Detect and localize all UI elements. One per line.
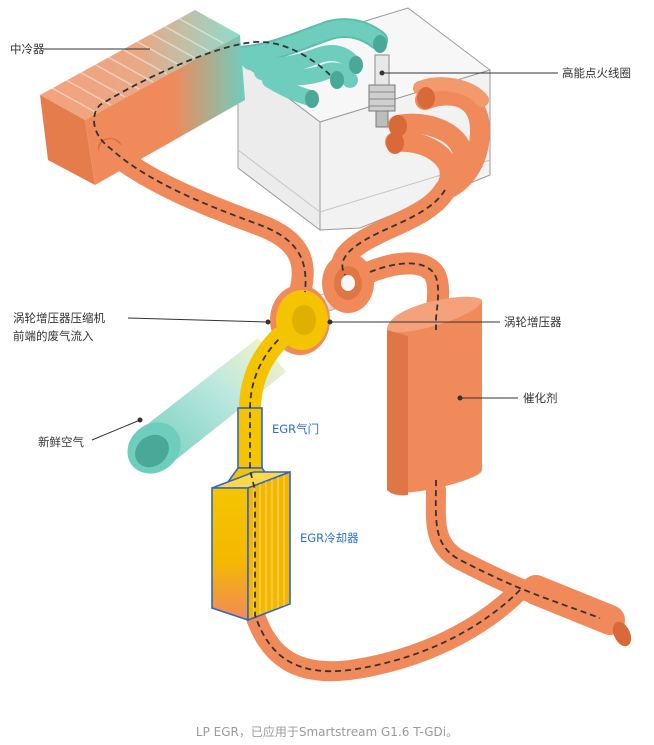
egr-return-pipe	[245, 580, 530, 682]
label-intercooler: 中冷器	[10, 42, 45, 56]
caption: LP EGR，已应用于Smartstream G1.6 T-GDi。	[196, 724, 458, 739]
exhaust-manifold	[385, 77, 491, 200]
intercooler	[40, 10, 245, 185]
label-ignition-coil: 高能点火线圈	[562, 66, 631, 80]
egr-cooler	[211, 470, 291, 622]
intake-manifold	[215, 18, 388, 108]
ignition-coil	[368, 54, 396, 128]
label-turbocharger: 涡轮增压器	[504, 315, 562, 329]
label-fresh-air: 新鲜空气	[38, 435, 84, 449]
label-compressor-inlet-line1: 涡轮增压器压缩机	[13, 311, 105, 325]
label-compressor-inlet-line2: 前端的废气流入	[13, 329, 94, 343]
label-egr-cooler: EGR冷却器	[300, 531, 359, 545]
catalyst	[387, 296, 482, 496]
flow-path	[93, 41, 601, 673]
label-catalyst: 催化剂	[523, 391, 558, 405]
label-egr-valve: EGR气门	[272, 422, 319, 436]
leader-lines	[43, 48, 558, 441]
